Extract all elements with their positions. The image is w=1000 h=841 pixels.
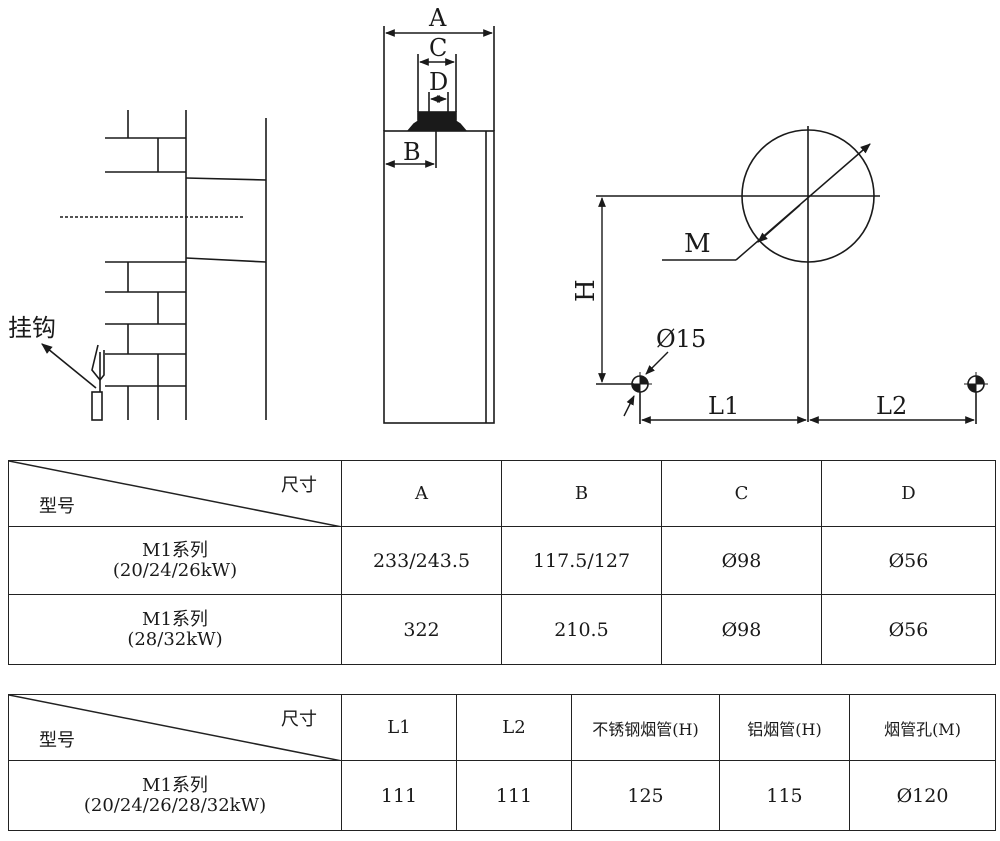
column-header: L1 [341, 694, 457, 761]
column-header: 不锈钢烟管(H) [571, 694, 720, 761]
dim-label-D: D [429, 68, 448, 96]
table-cell: 111 [341, 760, 457, 831]
dim-label-L1: L1 [708, 392, 739, 420]
column-header: B [501, 460, 662, 527]
table-corner-cell: 尺寸 型号 [8, 460, 342, 527]
heater-front-view [383, 26, 495, 424]
dimension-lines-layout [598, 197, 975, 424]
column-header: L2 [456, 694, 572, 761]
model-power: (20/24/26kW) [112, 559, 238, 581]
column-header: A [341, 460, 502, 527]
dimension-lines-front [385, 29, 493, 168]
diameter-leader-M-rev [757, 204, 801, 243]
model-name: M1系列 [142, 539, 208, 561]
table-row: M1系列(28/32kW) 322 210.5 Ø98 Ø56 [8, 594, 996, 665]
dim-label-A: A [428, 4, 447, 32]
corner-model-label: 型号 [39, 496, 75, 517]
table-cell: 233/243.5 [341, 526, 502, 595]
hook-leader-arrow [41, 343, 97, 389]
corner-diagonal [9, 461, 342, 527]
model-name: M1系列 [142, 608, 208, 630]
table-cell: 210.5 [501, 594, 662, 665]
hole-diameter-label: Ø15 [656, 325, 706, 353]
wall-side-view [60, 110, 267, 421]
column-header: D [821, 460, 996, 527]
dim-label-H: H [571, 279, 601, 302]
column-header: 铝烟管(H) [719, 694, 850, 761]
model-power: (20/24/26/28/32kW) [83, 794, 267, 816]
model-power: (28/32kW) [127, 628, 223, 650]
dimension-table-1: 尺寸 型号 A B C D M1系列(20/24/26kW) 233/243.5… [8, 460, 996, 665]
installation-diagram: 挂钩 A C D B [8, 4, 988, 424]
corner-size-label: 尺寸 [281, 709, 317, 730]
table-row: M1系列(20/24/26/28/32kW) 111 111 125 115 Ø… [8, 760, 996, 831]
table-cell: 115 [719, 760, 850, 831]
hook-label: 挂钩 [8, 314, 56, 342]
dim-label-L2: L2 [876, 392, 907, 420]
table-header-row: 尺寸 型号 A B C D [8, 460, 996, 527]
table-corner-cell: 尺寸 型号 [8, 694, 342, 761]
table-cell: Ø56 [821, 526, 996, 595]
mounting-hole-right [964, 372, 988, 396]
table-cell: Ø98 [661, 594, 822, 665]
table-cell: 125 [571, 760, 720, 831]
model-cell: M1系列(20/24/26/28/32kW) [8, 760, 342, 831]
corner-size-label: 尺寸 [281, 475, 317, 496]
hole-leader-bottom [623, 395, 635, 417]
mounting-layout-view [596, 126, 977, 424]
model-cell: M1系列(20/24/26kW) [8, 526, 342, 595]
model-cell: M1系列(28/32kW) [8, 594, 342, 665]
corner-model-label: 型号 [39, 730, 75, 751]
table-cell: 111 [456, 760, 572, 831]
table-cell: Ø98 [661, 526, 822, 595]
table-cell: 322 [341, 594, 502, 665]
table-cell: 117.5/127 [501, 526, 662, 595]
table-cell: Ø120 [849, 760, 996, 831]
column-header: 烟管孔(M) [849, 694, 996, 761]
model-name: M1系列 [142, 774, 208, 796]
corner-diagonal [9, 695, 342, 761]
diameter-leader-M [735, 143, 871, 261]
mounting-hole-left [628, 372, 652, 396]
dim-label-B: B [403, 138, 421, 166]
column-header: C [661, 460, 822, 527]
dim-label-C: C [429, 34, 447, 62]
table-cell: Ø56 [821, 594, 996, 665]
dim-label-M: M [684, 229, 711, 259]
table-header-row: 尺寸 型号 L1 L2 不锈钢烟管(H) 铝烟管(H) 烟管孔(M) [8, 694, 996, 761]
dimension-table-2: 尺寸 型号 L1 L2 不锈钢烟管(H) 铝烟管(H) 烟管孔(M) M1系列(… [8, 694, 996, 831]
table-row: M1系列(20/24/26kW) 233/243.5 117.5/127 Ø98… [8, 526, 996, 595]
hole-leader-top [645, 351, 669, 375]
